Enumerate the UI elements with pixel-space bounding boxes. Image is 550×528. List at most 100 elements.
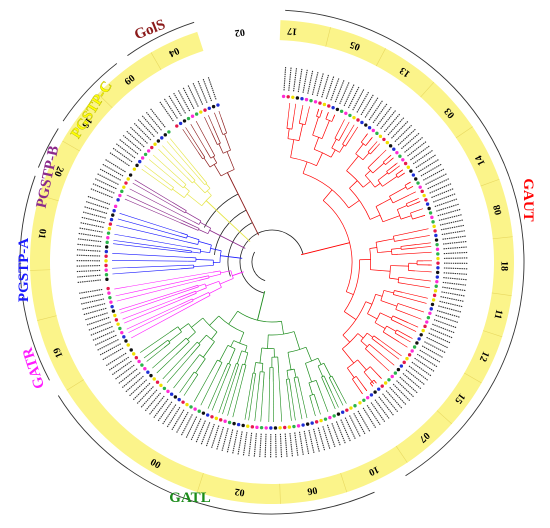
leaf-label-glyph xyxy=(275,433,277,458)
leaf-dot xyxy=(111,309,116,313)
leaf-dot xyxy=(124,339,128,343)
tree-branch xyxy=(293,377,296,384)
tree-branch xyxy=(205,280,219,287)
leaf-label-glyph xyxy=(411,361,432,377)
leaf-label-glyph xyxy=(364,96,379,118)
leaf-label-glyph xyxy=(389,387,407,406)
tree-branch xyxy=(294,376,298,379)
leaf-dot xyxy=(425,320,429,324)
tree-branch xyxy=(418,208,423,211)
leaf-label-glyph xyxy=(85,200,109,210)
tree-branch xyxy=(172,188,185,198)
leaf-dot xyxy=(419,333,423,337)
tree-branch xyxy=(202,341,215,358)
tree-branch xyxy=(220,270,231,274)
leaf-label-glyph xyxy=(129,126,148,144)
leaf-dot xyxy=(216,103,220,107)
tree-branch xyxy=(169,203,186,214)
leaf-dot xyxy=(126,343,130,347)
tree-branch xyxy=(192,354,200,365)
leaf-dot xyxy=(153,142,157,146)
leaf-label-glyph xyxy=(442,281,467,286)
leaf-label-glyph xyxy=(207,76,217,100)
tree-branch xyxy=(332,114,336,119)
leaf-dot xyxy=(186,116,191,121)
tree-branch xyxy=(410,212,413,220)
tree-branch xyxy=(213,164,222,177)
tree-branch xyxy=(165,181,174,188)
tree-branch xyxy=(320,109,323,114)
leaf-dot xyxy=(178,121,183,126)
tree-branch xyxy=(338,132,344,141)
tree-branch xyxy=(377,172,388,181)
leaf-dot xyxy=(140,156,145,160)
leaf-label-glyph xyxy=(443,277,468,281)
leaf-label-glyph xyxy=(125,375,144,393)
tree-branch xyxy=(346,170,364,188)
tree-branch xyxy=(199,249,202,254)
tree-branch xyxy=(287,138,300,141)
tree-branch xyxy=(287,128,290,139)
tree-branch xyxy=(372,162,385,174)
leaf-label-glyph xyxy=(94,334,117,346)
tree-branch xyxy=(186,177,193,184)
tree-branch xyxy=(202,317,218,333)
tree-branch xyxy=(189,371,195,379)
band-separator xyxy=(62,140,80,152)
tree-branch xyxy=(208,115,214,127)
tree-branch xyxy=(209,287,222,294)
leaf-dot xyxy=(203,108,207,112)
tree-branch xyxy=(365,348,376,359)
tree-branch xyxy=(396,165,400,169)
leaf-label-glyph xyxy=(96,173,119,185)
tree-branch xyxy=(410,209,420,214)
tree-branch xyxy=(392,290,395,295)
tree-branch xyxy=(406,313,422,320)
leaf-dot xyxy=(113,313,117,318)
tree-branch xyxy=(370,379,375,384)
tree-branch xyxy=(387,154,392,159)
leaf-dot xyxy=(406,165,411,169)
tree-branch xyxy=(257,291,266,321)
tree-branch xyxy=(238,363,243,376)
tree-branch xyxy=(232,372,245,418)
tree-branch xyxy=(199,275,209,279)
leaf-dot xyxy=(436,256,440,261)
leaf-label-glyph xyxy=(163,98,178,119)
tree-backbone xyxy=(239,229,304,294)
leaf-label-glyph xyxy=(391,120,409,139)
tree-branch xyxy=(302,173,349,209)
tree-branch xyxy=(369,214,381,220)
leaf-label-glyph xyxy=(264,433,267,458)
leaf-dot xyxy=(177,397,181,402)
tree-branch xyxy=(298,108,303,124)
leaf-label-glyph xyxy=(372,103,388,124)
tree-branch xyxy=(378,149,387,158)
tree-branch xyxy=(391,247,402,250)
band-separator xyxy=(30,269,51,271)
leaf-dot xyxy=(310,421,314,425)
leaf-label-glyph xyxy=(396,380,415,398)
tree-branch xyxy=(414,270,432,273)
tree-branch xyxy=(122,297,178,320)
leaf-label-glyph xyxy=(404,136,424,153)
tree-branch xyxy=(169,326,179,333)
leaf-label-glyph xyxy=(182,87,195,109)
tree-branch xyxy=(183,381,194,396)
tree-branch xyxy=(398,251,432,255)
subgroup-label-05: 05 xyxy=(349,38,362,52)
tree-branch xyxy=(119,212,181,234)
leaf-dot xyxy=(402,360,406,365)
tree-branch xyxy=(162,356,185,380)
tree-branch xyxy=(179,378,190,393)
leaf-label-glyph xyxy=(115,143,136,159)
tree-branch xyxy=(362,152,370,161)
leaf-dot xyxy=(393,371,398,375)
leaf-label-glyph xyxy=(335,421,346,444)
band-separator xyxy=(325,27,331,47)
tree-branch xyxy=(401,247,417,250)
leaf-dot xyxy=(113,204,118,209)
tree-branch xyxy=(369,247,377,249)
family-label-gatr: GATR xyxy=(20,345,48,390)
tree-branch xyxy=(187,331,196,340)
